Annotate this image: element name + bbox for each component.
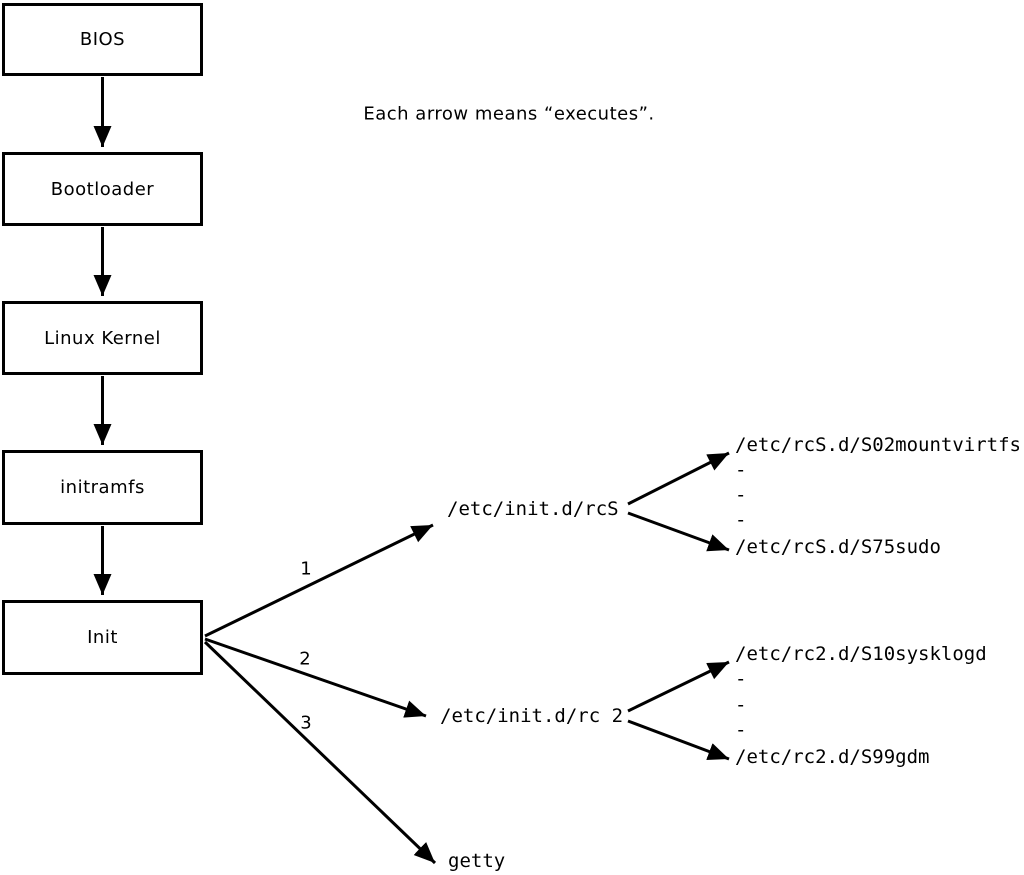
node-init: Init <box>2 600 203 675</box>
arrow-number-3: 3 <box>300 712 312 734</box>
arrow-rcs-to-first-script <box>627 451 730 506</box>
node-linux-kernel-label: Linux Kernel <box>44 327 161 349</box>
label-rc2-first-script: /etc/rc2.d/S10sysklogd <box>735 643 987 665</box>
node-init-label: Init <box>87 627 118 648</box>
label-rc2-ellipsis-3: - <box>735 719 747 741</box>
arrow-init-to-getty <box>203 640 437 865</box>
label-rcs-last-script: /etc/rcS.d/S75sudo <box>735 536 941 558</box>
arrow-number-1: 1 <box>300 558 312 580</box>
arrow-init-to-rc2 <box>204 637 427 718</box>
node-linux-kernel: Linux Kernel <box>2 301 203 375</box>
label-rc2-last-script: /etc/rc2.d/S99gdm <box>735 746 930 768</box>
node-bootloader: Bootloader <box>2 152 203 226</box>
arrow-rcs-to-last-script <box>627 511 730 552</box>
node-bootloader-label: Bootloader <box>50 178 155 200</box>
node-initramfs-label: initramfs <box>60 477 145 498</box>
arrow-rc2-to-last-script <box>627 719 730 761</box>
label-rcs-ellipsis-2: - <box>735 484 747 506</box>
label-rc2-script: /etc/init.d/rc 2 <box>440 705 624 727</box>
node-bios-label: BIOS <box>79 29 126 50</box>
label-getty: getty <box>448 850 506 872</box>
label-rcs-ellipsis-1: - <box>735 459 747 481</box>
label-rc2-ellipsis-2: - <box>735 694 747 716</box>
diagram-caption: Each arrow means “executes”. <box>363 103 655 125</box>
arrow-rc2-to-first-script <box>627 660 730 713</box>
arrow-number-2: 2 <box>299 648 311 670</box>
label-rc2-ellipsis-1: - <box>735 668 747 690</box>
node-bios: BIOS <box>2 3 203 76</box>
label-rcs-ellipsis-3: - <box>735 509 747 531</box>
label-rcs-script: /etc/init.d/rcS <box>447 498 619 520</box>
arrow-init-to-rcs <box>204 523 434 638</box>
label-rcs-first-script: /etc/rcS.d/S02mountvirtfs <box>735 434 1021 456</box>
node-initramfs: initramfs <box>2 450 203 525</box>
